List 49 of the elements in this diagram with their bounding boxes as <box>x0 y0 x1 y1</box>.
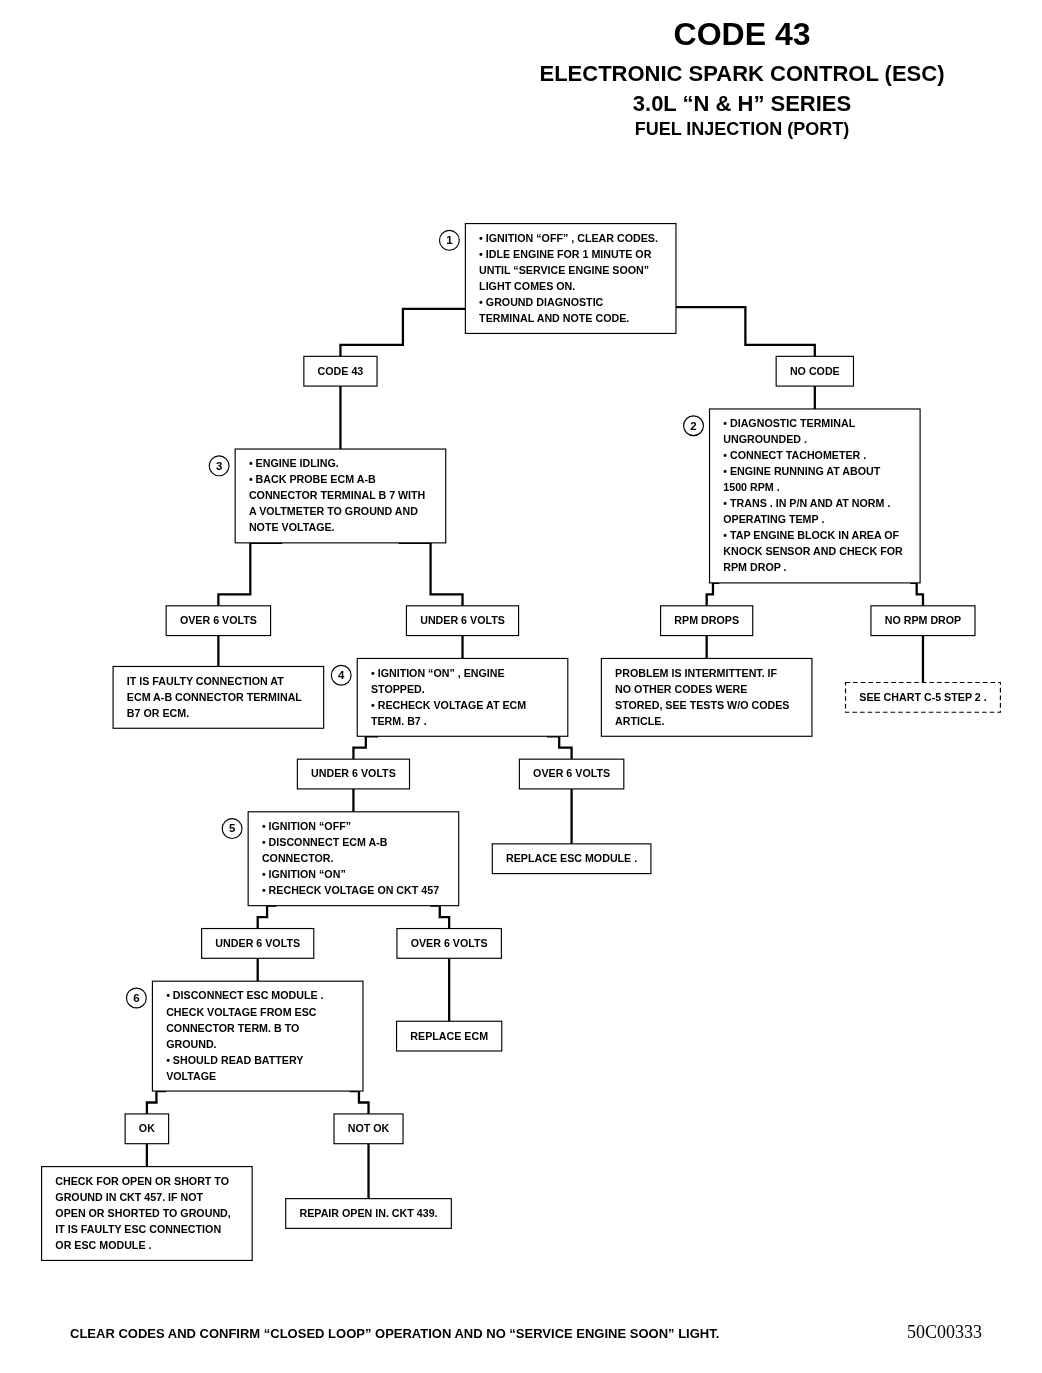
footer-note: CLEAR CODES AND CONFIRM “CLOSED LOOP” OPERATION AND NO “SERVICE ENGINE SOON” LIGHT. <box>70 1326 720 1341</box>
node-box: UNDER 6 VOLTS <box>201 927 315 959</box>
subtitle: 3.0L “N & H” SERIES <box>632 91 852 117</box>
connector <box>675 306 816 358</box>
callout-number: 4 <box>330 664 352 686</box>
callout-number: 6 <box>125 987 147 1009</box>
connector <box>339 307 466 358</box>
node-box: OK <box>124 1113 170 1145</box>
callout-number: 3 <box>208 455 230 477</box>
node-box: UNDER 6 VOLTS <box>405 605 520 637</box>
node-box: NOT OK <box>333 1113 404 1145</box>
node-box: CHECK FOR OPEN OR SHORT TO GROUND IN CKT 457. IF NOT OPEN OR SHORTED TO GROUND, IT IS FAULTY ESC CONNECTION OR ESC MODULE . <box>41 1166 253 1261</box>
connector <box>145 1142 148 1168</box>
connector <box>367 1142 370 1200</box>
node-box: RPM DROPS <box>660 605 754 637</box>
node-box: OVER 6 VOLTS <box>165 605 272 637</box>
node-box: • ENGINE IDLING. • BACK PROBE ECM A-B CONNECTOR TERMINAL B 7 WITH A VOLTMETER TO GROUND AND NOTE VOLTAGE. <box>234 448 447 544</box>
node-box: OVER 6 VOLTS <box>518 758 625 790</box>
node-box: • IGNITION “ON” , ENGINE STOPPED. • RECHECK VOLTAGE AT ECM TERM. B7 . <box>356 657 569 737</box>
callout-number: 2 <box>683 415 704 437</box>
connector <box>448 957 451 1023</box>
figure-code: 50C00333 <box>907 1322 982 1343</box>
connector <box>921 634 925 684</box>
connector <box>570 787 573 845</box>
callout-number: 1 <box>438 229 460 251</box>
connector <box>352 787 355 813</box>
callout-number: 5 <box>221 818 243 840</box>
node-box: SEE CHART C-5 STEP 2 . <box>844 681 1001 713</box>
subtitle: ELECTRONIC SPARK CONTROL (ESC) <box>539 61 945 87</box>
node-box: NO RPM DROP <box>870 605 976 637</box>
connector <box>461 634 464 660</box>
connector <box>705 634 708 660</box>
node-box: PROBLEM IS INTERMITTENT. IF NO OTHER CODES WERE STORED, SEE TESTS W/O CODES ARTICLE. <box>600 657 813 737</box>
node-box: CODE 43 <box>303 355 378 387</box>
node-box: • DIAGNOSTIC TERMINAL UNGROUNDED . • CONNECT TACHOMETER . • ENGINE RUNNING AT ABOUT 1500 RPM . • TRANS . IN P/N AND AT NORM . OPERATING TEMP . • TAP ENGINE BLOCK IN AREA OF KNOCK SENSOR AND CHECK FOR RPM DROP . <box>708 408 921 584</box>
node-box: OVER 6 VOLTS <box>396 927 502 959</box>
node-box: REPLACE ESC MODULE . <box>491 843 652 875</box>
subtitle: FUEL INJECTION (PORT) <box>634 119 850 140</box>
node-box: REPLACE ECM <box>396 1020 503 1052</box>
node-box: • IGNITION “OFF” , CLEAR CODES. • IDLE ENGINE FOR 1 MINUTE OR UNTIL “SERVICE ENGINE SOON” LIGHT COMES ON. • GROUND DIAGNOSTIC TERMINAL AND NOTE CODE. <box>464 223 677 334</box>
connector <box>217 634 220 668</box>
connector <box>256 957 259 983</box>
node-box: • DISCONNECT ESC MODULE . CHECK VOLTAGE FROM ESC CONNECTOR TERM. B TO GROUND. • SHOULD READ BATTERY VOLTAGE <box>151 980 364 1092</box>
node-box: • IGNITION “OFF” • DISCONNECT ECM A-B CONNECTOR. • IGNITION “ON” • RECHECK VOLTAGE ON CKT 457 <box>247 811 460 907</box>
node-box: UNDER 6 VOLTS <box>296 758 411 790</box>
node-box: REPAIR OPEN IN. CKT 439. <box>285 1198 452 1229</box>
diagram-title: CODE 43 <box>673 16 811 53</box>
node-box: IT IS FAULTY CONNECTION AT ECM A-B CONNECTOR TERMINAL B7 OR ECM. <box>112 665 325 729</box>
node-box: NO CODE <box>775 355 855 387</box>
